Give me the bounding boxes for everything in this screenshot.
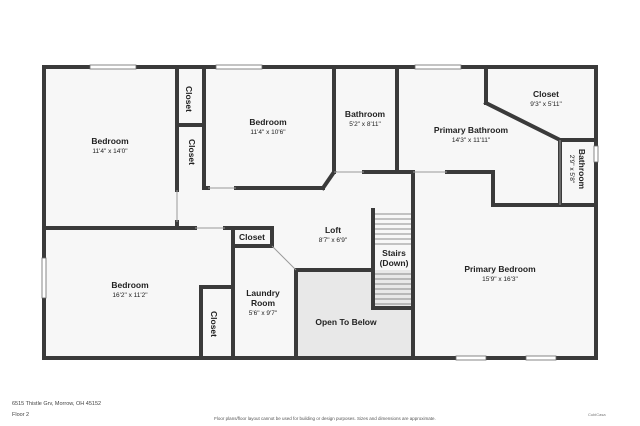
laundry-name-line1: Laundry	[246, 288, 280, 298]
room-name: Bedroom	[111, 280, 149, 290]
room-dimensions: 15'9" x 16'3"	[482, 276, 518, 283]
room-label-loft: Loft 8'7" x 6'9"	[319, 225, 347, 245]
room-dimensions: 8'7" x 6'9"	[318, 237, 348, 244]
room-label-bedroom-nw: Bedroom 11'4" x 14'0"	[91, 136, 128, 156]
exterior-wall	[42, 65, 598, 360]
open-to-below-area	[296, 270, 413, 356]
room-label-bedroom-sw: Bedroom 16'2" x 11'2"	[111, 280, 148, 300]
disclaimer-text: Floor plans/floor layout cannot be used …	[214, 416, 436, 421]
room-name: Primary Bathroom	[433, 125, 509, 135]
room-label-bathroom-small: Bathroom 2'9" x 5'8"	[567, 149, 587, 189]
room-label-bathroom: Bathroom 5'2" x 8'11"	[345, 109, 385, 129]
room-name: Bedroom	[91, 136, 129, 146]
room-label-closet-ne: Closet 9'3" x 5'11"	[530, 89, 562, 109]
room-name: Bathroom	[344, 109, 386, 119]
room-name: Bedroom	[249, 117, 287, 127]
room-label-closet-a: Closet	[184, 86, 194, 112]
brand-logo: CubiCasa	[588, 412, 606, 417]
room-dimensions: 5'2" x 8'11"	[349, 121, 381, 128]
walls	[42, 65, 598, 360]
room-dimensions: 2'9" x 5'8"	[568, 154, 575, 184]
room-label-primary-bathroom: Primary Bathroom 14'3" x 11'11"	[434, 125, 508, 145]
room-label-closet-sw: Closet	[209, 311, 219, 337]
room-name: Closet	[533, 89, 559, 99]
stair-treads	[375, 213, 411, 305]
room-label-closet-loft: Closet	[239, 232, 265, 242]
room-label-bedroom-n: Bedroom 11'4" x 10'6"	[249, 117, 286, 137]
stairs-name-line1: Stairs	[382, 248, 406, 258]
door-lines	[176, 140, 561, 271]
room-dimensions: 11'4" x 10'6"	[250, 129, 286, 136]
room-name: Primary Bedroom	[464, 264, 536, 274]
room-label-open-to-below: Open To Below	[315, 317, 376, 327]
room-dimensions: 14'3" x 11'11"	[451, 137, 491, 144]
room-name: Closet	[184, 86, 194, 112]
laundry-name-line2: Room	[250, 298, 276, 308]
room-label-stairs: Stairs (Down)	[379, 247, 409, 269]
room-dimensions: 5'6" x 9'7"	[248, 310, 278, 317]
windows	[41, 64, 599, 361]
property-address: 6515 Thistle Grv, Morrow, OH 45152	[12, 401, 102, 407]
room-dimensions: 9'3" x 5'11"	[530, 101, 562, 108]
stairs-name-line2: (Down)	[379, 258, 409, 268]
room-label-laundry: Laundry Room 5'6" x 9'7"	[246, 288, 280, 318]
floor-label: Floor 2	[12, 412, 30, 418]
room-name: Bathroom	[577, 148, 587, 190]
room-dimensions: 16'2" x 11'2"	[112, 292, 148, 299]
room-label-primary-bedroom: Primary Bedroom 15'9" x 16'3"	[464, 264, 535, 284]
room-name: Loft	[324, 225, 342, 235]
room-name: Closet	[209, 311, 219, 337]
room-label-closet-b: Closet	[187, 139, 197, 165]
room-name: Closet	[187, 139, 197, 165]
room-name: Open To Below	[315, 317, 377, 327]
room-name: Closet	[239, 232, 265, 242]
room-dimensions: 11'4" x 14'0"	[92, 148, 128, 155]
